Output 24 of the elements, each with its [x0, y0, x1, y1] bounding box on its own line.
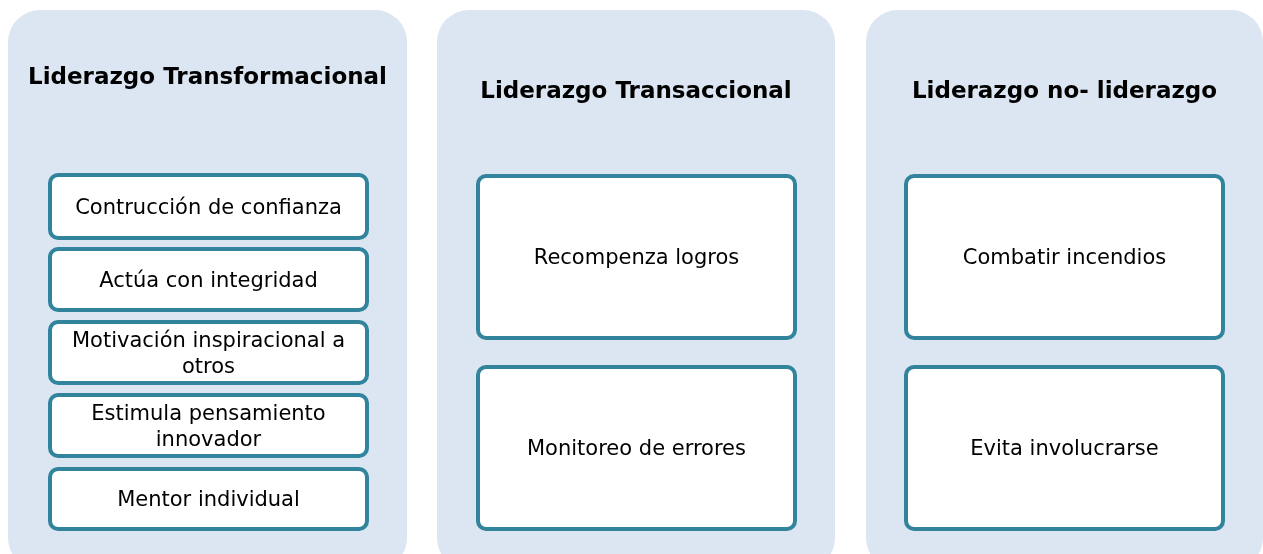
- item-text: Estimula pensamiento innovador: [90, 399, 327, 452]
- item-text: Contrucción de confianza: [75, 193, 342, 220]
- item-text: Combatir incendios: [962, 244, 1167, 270]
- item-text: Mentor individual: [117, 486, 300, 512]
- item-box: [904, 365, 1225, 531]
- column-heading: Liderazgo Transaccional: [479, 76, 793, 104]
- item-box: [48, 247, 369, 312]
- item-box: [476, 365, 797, 531]
- item-box: [476, 174, 797, 340]
- column-heading: Liderazgo no- liderazgo: [910, 76, 1219, 104]
- item-text: Evita involucrarse: [970, 435, 1159, 461]
- column-panel: [437, 10, 835, 554]
- column-panel: [8, 10, 407, 554]
- item-box: [48, 467, 369, 531]
- item-text: Monitoreo de errores: [527, 435, 746, 461]
- column-panel: [866, 10, 1263, 554]
- item-box: [904, 174, 1225, 340]
- item-box: [48, 320, 369, 385]
- item-text: Motivación inspiracional a otros: [70, 326, 347, 379]
- item-box: [48, 173, 369, 240]
- item-text: Recompenza logros: [533, 244, 740, 270]
- column-heading: Liderazgo Transformacional: [27, 62, 388, 90]
- item-text: Actúa con integridad: [99, 266, 318, 293]
- item-box: [48, 393, 369, 458]
